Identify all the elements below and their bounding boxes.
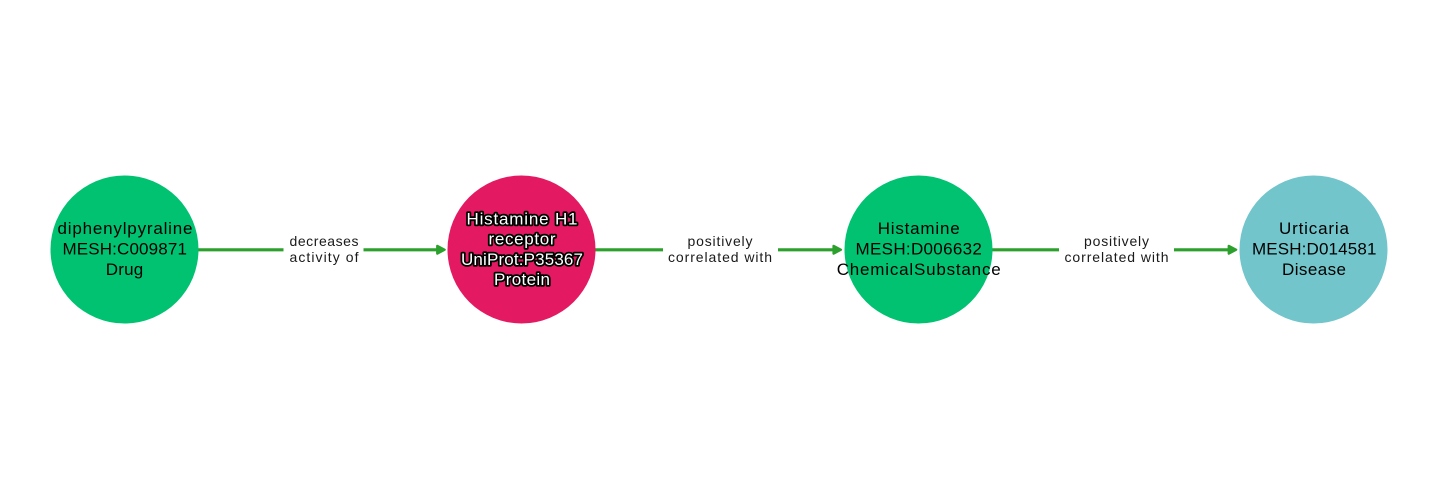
svg-text:Histamine H1: Histamine H1 [467,210,578,229]
svg-text:Protein: Protein [494,270,550,289]
svg-text:correlated with: correlated with [668,249,772,265]
svg-text:positively: positively [688,233,753,249]
svg-text:MESH:D006632: MESH:D006632 [856,240,982,259]
svg-text:Histamine: Histamine [878,219,960,238]
svg-text:correlated with: correlated with [1065,249,1169,265]
svg-text:MESH:C009871: MESH:C009871 [62,240,187,259]
svg-text:diphenylpyraline: diphenylpyraline [58,219,193,238]
svg-text:MESH:D014581: MESH:D014581 [1252,240,1377,259]
svg-text:positively: positively [1084,233,1149,249]
svg-text:decreases: decreases [290,233,359,249]
svg-text:ChemicalSubstance: ChemicalSubstance [837,260,1001,279]
svg-text:Urticaria: Urticaria [1279,219,1350,238]
svg-text:Disease: Disease [1282,260,1346,279]
svg-text:Drug: Drug [106,260,144,279]
svg-text:receptor: receptor [489,230,556,249]
svg-text:UniProt:P35367: UniProt:P35367 [461,250,583,269]
svg-text:activity of: activity of [290,249,359,265]
